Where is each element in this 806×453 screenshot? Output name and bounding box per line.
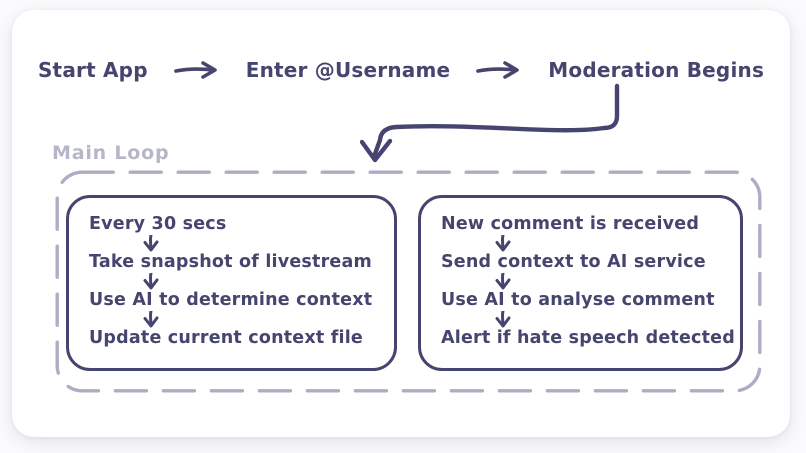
flowchart-card: Start App Enter @Username Moderation Beg… (12, 10, 790, 437)
step-text: Use AI to analyse comment (441, 290, 715, 310)
down-arrow-icon (143, 311, 159, 328)
step-text: Update current context file (89, 328, 363, 348)
step-text: Alert if hate speech detected (441, 328, 735, 348)
flow-step-start-app: Start App (37, 58, 148, 82)
curved-arrow-icon (360, 83, 620, 163)
livestream-context-box: Every 30 secs Take snapshot of livestrea… (66, 195, 397, 371)
right-arrow-icon (173, 61, 217, 79)
step-text: Every 30 secs (89, 214, 227, 234)
down-arrow-icon (143, 235, 159, 252)
down-arrow-icon (143, 273, 159, 290)
down-arrow-icon (495, 273, 511, 290)
main-loop-label: Main Loop (52, 142, 170, 164)
step-text: New comment is received (441, 214, 700, 234)
flow-step-moderation-begins: Moderation Begins (548, 58, 765, 82)
step-text: Take snapshot of livestream (89, 252, 372, 272)
comment-moderation-box: New comment is received Send context to … (418, 195, 743, 371)
step-text: Use AI to determine context (89, 290, 373, 310)
main-loop-container (55, 170, 762, 393)
down-arrow-icon (495, 311, 511, 328)
flow-step-enter-username: Enter @Username (245, 58, 451, 82)
down-arrow-icon (495, 235, 511, 252)
right-arrow-icon (476, 61, 520, 79)
step-text: Send context to AI service (441, 252, 706, 272)
top-flow: Start App Enter @Username Moderation Beg… (12, 54, 790, 86)
